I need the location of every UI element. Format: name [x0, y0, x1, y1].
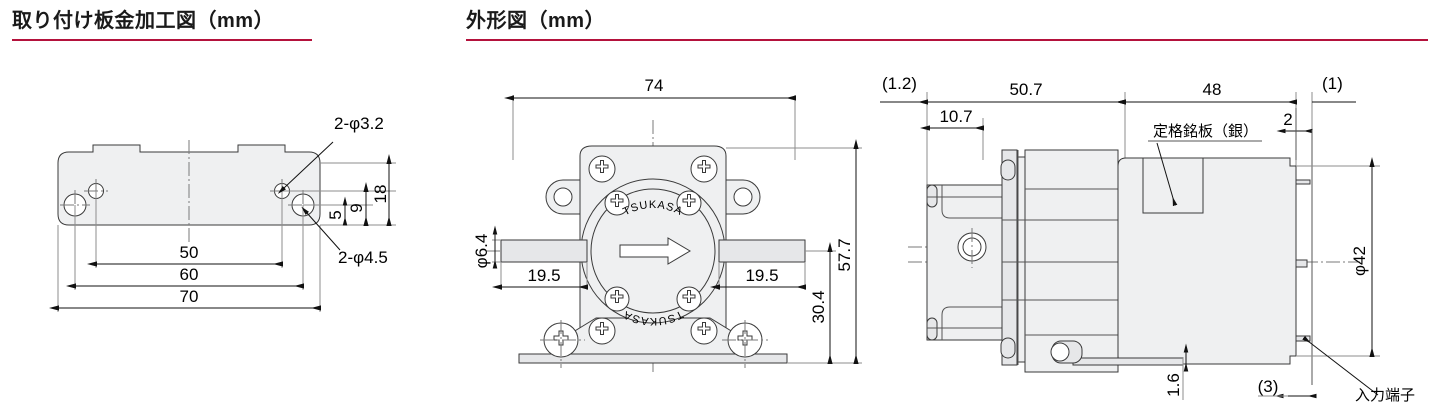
ear-right	[687, 179, 761, 215]
label-terminal: 入力端子	[1355, 386, 1415, 404]
ear-left	[545, 179, 619, 215]
gearbox-boss-top	[1000, 159, 1016, 181]
callout-2-phi-3-2: 2-φ3.2	[334, 114, 384, 133]
dim-5: 5	[326, 210, 345, 219]
dim-9: 9	[347, 203, 366, 212]
shaft-bore-outer	[957, 232, 987, 262]
front-bracket-lip-top	[926, 184, 938, 208]
gear-housing-body	[579, 145, 727, 345]
screw-bottom-left	[588, 317, 616, 345]
section-rule-right	[466, 39, 1428, 41]
screw-inner-top-left	[604, 190, 630, 216]
leader-hole-small	[277, 141, 334, 194]
dim-70: 70	[180, 287, 199, 306]
rotation-arrow-icon	[619, 237, 691, 265]
dim-30-4: 30.4	[809, 290, 828, 323]
hole-small-left	[88, 183, 104, 199]
dim-19-5-left: 19.5	[527, 266, 560, 285]
mount-boss-right	[727, 322, 763, 358]
leader-nameplate	[1156, 142, 1178, 207]
nameplate	[1142, 157, 1204, 214]
dim-2: 2	[1283, 110, 1292, 129]
shaft-right	[718, 239, 806, 263]
gearbox-body	[1001, 156, 1119, 363]
hole-large-left	[63, 193, 87, 217]
motor-can	[1117, 157, 1297, 365]
dim-1-2: (1.2)	[882, 74, 917, 93]
section-rule-left	[12, 39, 312, 41]
base-plate	[518, 353, 788, 364]
terminal-tab-mid	[1295, 259, 1308, 268]
leader-terminal	[1302, 335, 1379, 396]
side-view: (1.2) 50.7 48 (1) 10.7 2	[880, 74, 1415, 404]
front-bracket	[926, 184, 1003, 341]
screw-bottom-right	[690, 317, 718, 345]
gear-cover-inner	[590, 188, 716, 314]
dim-50: 50	[180, 243, 199, 262]
screw-inner-bottom-right	[676, 286, 702, 312]
callout-2-phi-4-5: 2-φ4.5	[338, 248, 388, 267]
shaft-bore-inner	[962, 237, 982, 257]
dim-74: 74	[645, 76, 664, 95]
terminal-tab-top	[1295, 179, 1311, 185]
section-mounting-plate: 取り付け板金加工図（mm）	[12, 8, 312, 41]
ear-hole-left	[553, 187, 573, 207]
gearbox-boss-bottom	[1000, 337, 1016, 359]
dim-50-7: 50.7	[1009, 80, 1042, 99]
mounting-plate-view: 18 9 5 50 60 70 2-φ3.2	[49, 114, 396, 312]
label-nameplate: 定格銘板（銀）	[1153, 122, 1258, 140]
lead-wire	[1072, 357, 1184, 366]
dim-3: (3)	[1258, 377, 1279, 396]
dim-10-7: 10.7	[939, 107, 972, 126]
brand-text-bottom: TSUKASA	[621, 308, 685, 327]
mount-boss-left	[543, 322, 579, 358]
mount-bracket	[559, 317, 747, 357]
leader-hole-large	[301, 206, 341, 251]
dim-phi-6-4: φ6.4	[472, 234, 491, 269]
dim-19-5-right: 19.5	[745, 266, 778, 285]
section-title-mounting-plate: 取り付け板金加工図（mm）	[12, 10, 275, 32]
plate-outline	[57, 144, 321, 226]
mount-screw-right-icon	[737, 330, 753, 346]
section-outline: 外形図（mm）	[466, 8, 1428, 41]
hole-large-right	[291, 193, 315, 217]
screw-top-right	[690, 155, 718, 183]
dim-48: 48	[1203, 80, 1222, 99]
gear-cover-outer	[580, 178, 726, 324]
brand-text-top: TSUKASA	[621, 199, 685, 218]
screw-top-left	[588, 155, 616, 183]
mount-screw-left-icon	[553, 330, 569, 346]
cover-screws	[588, 155, 718, 345]
dim-60: 60	[180, 265, 199, 284]
gearbox-cap	[1024, 149, 1119, 373]
ear-hole-right	[733, 187, 753, 207]
front-view: 74	[472, 76, 862, 372]
front-bracket-lip-bottom	[926, 317, 938, 341]
shaft-left	[500, 239, 588, 263]
terminal-tab-bottom	[1295, 335, 1311, 342]
dim-1-6: 1.6	[1164, 373, 1183, 397]
hole-small-right	[274, 183, 290, 199]
dim-18: 18	[371, 185, 390, 204]
lead-grommet	[1051, 340, 1083, 364]
section-title-outline: 外形図（mm）	[466, 10, 606, 32]
screw-inner-top-right	[676, 190, 702, 216]
dim-1: (1)	[1322, 74, 1343, 93]
dim-57-7: 57.7	[835, 238, 854, 271]
screw-inner-bottom-left	[604, 286, 630, 312]
lead-grommet-ring	[1050, 342, 1070, 362]
gearbox-flange	[1001, 149, 1018, 366]
dim-phi-42: φ42	[1350, 246, 1369, 276]
